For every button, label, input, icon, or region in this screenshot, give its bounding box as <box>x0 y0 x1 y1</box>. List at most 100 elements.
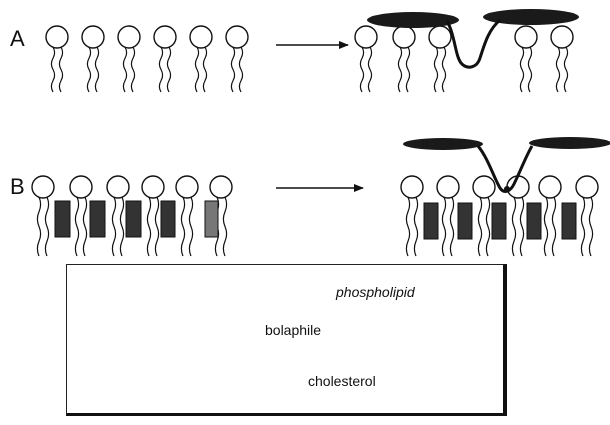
phospholipid-tail <box>83 197 86 256</box>
phospholipid <box>190 26 212 92</box>
phospholipid-head <box>46 26 68 48</box>
phospholipid-tail <box>486 197 489 256</box>
cholesterol-block <box>527 203 541 239</box>
phospholipid-head <box>515 26 537 48</box>
phospholipid-tail <box>442 197 445 256</box>
phospholipid-head <box>473 176 495 198</box>
phospholipid-tail <box>95 47 98 92</box>
phospholipid-tail <box>112 197 115 256</box>
phospholipid-tail <box>195 47 198 92</box>
cholesterol-block <box>424 203 438 239</box>
phospholipid-tail <box>231 47 234 92</box>
bolaphile-head <box>403 138 483 150</box>
phospholipid-head <box>210 176 232 198</box>
phospholipid-tail <box>75 197 78 256</box>
phospholipid-tail <box>512 197 515 256</box>
phospholipid-head <box>539 176 561 198</box>
phospholipid-tail <box>581 197 584 256</box>
bolaphile-chain <box>447 20 500 67</box>
phospholipid <box>576 176 598 256</box>
phospholipid-row-a-after <box>355 26 573 92</box>
phospholipid <box>429 26 451 92</box>
phospholipid <box>46 26 68 92</box>
phospholipid-head <box>551 26 573 48</box>
phospholipid-tail <box>556 47 559 92</box>
phospholipid-head <box>176 176 198 198</box>
phospholipid-tail <box>589 197 592 256</box>
phospholipid-tail <box>155 197 158 256</box>
phospholipid-tail <box>189 197 192 256</box>
phospholipid <box>118 26 140 92</box>
phospholipid <box>355 26 377 92</box>
phospholipid-tail <box>414 197 417 256</box>
phospholipid-tail <box>434 47 437 92</box>
phospholipid-tail <box>131 47 134 92</box>
phospholipid-head <box>118 26 140 48</box>
bolaphile-head <box>529 137 610 149</box>
phospholipid-tail <box>123 47 126 92</box>
cholesterol-block <box>90 201 105 237</box>
phospholipid-head <box>142 176 164 198</box>
phospholipid <box>154 26 176 92</box>
phospholipid-tail <box>528 47 531 92</box>
reaction-arrows <box>276 45 363 188</box>
phospholipid-tail <box>239 47 242 92</box>
phospholipid-head <box>190 26 212 48</box>
legend-phospholipid-label: phospholipid <box>336 284 415 300</box>
phospholipid-tail <box>450 197 453 256</box>
phospholipid-tail <box>442 47 445 92</box>
phospholipid-tail <box>368 47 371 92</box>
legend-box <box>66 264 507 416</box>
phospholipid-head <box>107 176 129 198</box>
phospholipid-tail <box>37 197 40 256</box>
phospholipid-head <box>32 176 54 198</box>
bolaphile-head <box>367 12 459 28</box>
phospholipid <box>401 176 423 256</box>
phospholipid-tail <box>223 197 226 256</box>
phospholipid-tail <box>478 197 481 256</box>
phospholipid-tail <box>51 47 54 92</box>
phospholipid-tail <box>520 47 523 92</box>
legend-cholesterol-label: cholesterol <box>308 373 376 389</box>
bolaphile-center <box>504 186 510 192</box>
phospholipid-tail <box>159 47 162 92</box>
cholesterol-block <box>492 203 506 239</box>
phospholipid-head <box>226 26 248 48</box>
cholesterol-block <box>55 201 70 237</box>
phospholipid-head <box>355 26 377 48</box>
phospholipid-tail <box>167 47 170 92</box>
legend-bolaphile-label: bolaphile <box>265 322 321 338</box>
phospholipid-tail <box>360 47 363 92</box>
phospholipid-tail <box>45 197 48 256</box>
cholesterol-block <box>126 201 141 237</box>
phospholipid-head <box>437 176 459 198</box>
phospholipid-tail <box>87 47 90 92</box>
phospholipid <box>515 26 537 92</box>
phospholipid-row-a-before <box>46 26 248 92</box>
phospholipid-tail <box>564 47 567 92</box>
phospholipid-head <box>154 26 176 48</box>
phospholipid-tail <box>552 197 555 256</box>
phospholipid-tail <box>544 197 547 256</box>
cholesterol-blocks <box>55 201 576 239</box>
phospholipid <box>70 176 92 256</box>
phospholipid-tail <box>398 47 401 92</box>
phospholipid <box>539 176 561 256</box>
cholesterol-block <box>562 203 576 239</box>
phospholipid-head <box>429 26 451 48</box>
phospholipid-tail <box>181 197 184 256</box>
phospholipid <box>437 176 459 256</box>
phospholipid <box>551 26 573 92</box>
panel-label-b: B <box>10 174 25 200</box>
cholesterol-block <box>205 201 218 237</box>
phospholipid <box>82 26 104 92</box>
phospholipid-head <box>82 26 104 48</box>
phospholipid-head <box>576 176 598 198</box>
phospholipid-tail <box>147 197 150 256</box>
phospholipid-head <box>70 176 92 198</box>
phospholipid <box>393 26 415 92</box>
phospholipid-head <box>507 176 529 198</box>
phospholipid-tail <box>406 197 409 256</box>
phospholipid-tail <box>406 47 409 92</box>
